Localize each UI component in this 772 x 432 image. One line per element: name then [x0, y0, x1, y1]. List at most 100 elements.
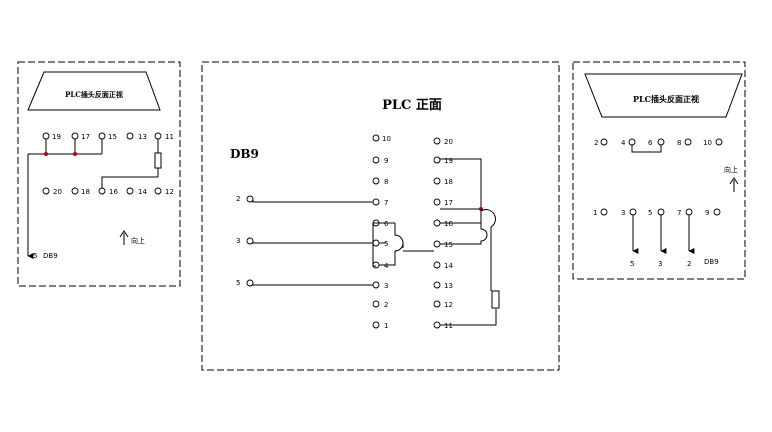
pin-label: 11: [165, 133, 174, 141]
pin-label: 6: [648, 139, 653, 147]
left-panel-title: PLC插头反面正视: [65, 90, 123, 99]
pin: [71, 132, 79, 140]
pin-label: 5: [648, 209, 652, 217]
pin-label: 10: [703, 139, 712, 147]
pin-label: 2: [594, 139, 598, 147]
pin-label: 16: [109, 188, 118, 196]
right-panel-frame: [572, 61, 746, 280]
pin: [372, 281, 380, 289]
left-up-arrow-icon: [119, 230, 129, 245]
pin-label: 7: [677, 209, 681, 217]
pin: [98, 187, 106, 195]
pin-label: 9: [384, 157, 388, 165]
pin: [684, 138, 692, 146]
pin-label: 4: [384, 262, 389, 270]
pin-label: 20: [53, 188, 62, 196]
pin: [372, 134, 380, 142]
pin-label: 5: [384, 240, 388, 248]
pin: [372, 198, 380, 206]
pin-label: 6: [384, 220, 389, 228]
pin: [629, 208, 637, 216]
right-top-pins: 2 4 6 8 10: [594, 138, 723, 147]
center-panel: PLC 正面 DB9 2 3 5 10 9 8 7 6 5 4 3 2 1 20…: [201, 61, 560, 371]
center-resistor: [491, 290, 500, 309]
db9-pin: [246, 237, 254, 245]
center-panel-frame: [201, 61, 560, 371]
bus-19-17-16: [440, 158, 482, 224]
left-top-pins: 19 17 15 13 11: [42, 132, 174, 141]
pin-label: 3: [621, 209, 625, 217]
center-panel-title: PLC 正面: [382, 98, 442, 113]
pin-label: 19: [444, 157, 453, 165]
pin-label: 1: [384, 322, 388, 330]
left-resistor: [154, 152, 162, 169]
pin: [372, 261, 380, 269]
bus-to-15: [440, 223, 488, 245]
plc-left-column: 10 9 8 7 6 5 4 3 2 1: [372, 134, 391, 330]
pin: [433, 261, 441, 269]
pin-label: 9: [705, 209, 709, 217]
pin-label: 11: [444, 322, 453, 330]
pin: [657, 138, 665, 146]
pin-label: 12: [165, 188, 174, 196]
db9-pin: [246, 195, 254, 203]
pin: [433, 198, 441, 206]
wire-5-to-15: [379, 242, 434, 252]
wire-db9-3-to-5: [252, 241, 373, 244]
pin: [685, 208, 693, 216]
left-panel-frame: [17, 61, 181, 287]
pin: [433, 137, 441, 145]
pin-label: 4: [621, 139, 626, 147]
left-panel: PLC插头反面正视 19 17 15 13 11 20 18 16 14 12: [17, 61, 181, 287]
pin-label: 17: [444, 199, 453, 207]
pin-label: 10: [382, 135, 391, 143]
pin-label: 1: [593, 209, 597, 217]
pin: [433, 281, 441, 289]
pin: [600, 208, 608, 216]
right-connector-shape: [584, 73, 743, 118]
jumper-hop: [379, 223, 404, 266]
pin: [372, 239, 380, 247]
right-up-label: 向上: [724, 165, 738, 174]
junction-dot: [44, 152, 48, 156]
pin-label: 18: [81, 188, 90, 196]
left-bottom-pins: 20 18 16 14 12: [42, 187, 174, 196]
pin: [715, 138, 723, 146]
pin-label: 12: [444, 301, 453, 309]
pin: [433, 321, 441, 329]
db9-pin-label: 5: [236, 279, 240, 287]
pin: [126, 132, 134, 140]
pin: [126, 187, 134, 195]
pin: [372, 321, 380, 329]
right-db9-label: DB9: [704, 258, 719, 266]
left-up-label: 向上: [131, 236, 145, 245]
pin: [713, 208, 721, 216]
pin: [71, 187, 79, 195]
pin-label: 16: [444, 220, 453, 228]
pin: [42, 132, 50, 140]
pin-label: 17: [81, 133, 90, 141]
right-panel: PLC插头反面正视 2 4 6 8 10 1 3 5 7 9: [572, 61, 746, 280]
pin: [154, 187, 162, 195]
pin-label: 20: [444, 138, 453, 146]
pin-label: 2: [384, 301, 388, 309]
db9-pin-label: 5: [630, 260, 634, 268]
pin: [42, 187, 50, 195]
right-jumper-4-6: [631, 145, 662, 153]
right-up-arrow-icon: [729, 177, 739, 192]
wire-db9-2-to-7: [252, 199, 373, 203]
left-db9-pin: 5: [33, 252, 37, 260]
pin-label: 8: [384, 178, 388, 186]
pin: [372, 156, 380, 164]
db9-title: DB9: [230, 147, 259, 161]
pin-label: 15: [108, 133, 117, 141]
pin: [372, 177, 380, 185]
pin: [372, 300, 380, 308]
left-connector-shape: [27, 71, 161, 111]
right-bottom-pins: 1 3 5 7 9: [593, 208, 721, 217]
wire-to-resistor-11: [440, 209, 497, 326]
db9-pin-label: 2: [236, 195, 240, 203]
db9-pin: [246, 279, 254, 287]
junction-dot: [73, 152, 77, 156]
pin-label: 13: [138, 133, 147, 141]
